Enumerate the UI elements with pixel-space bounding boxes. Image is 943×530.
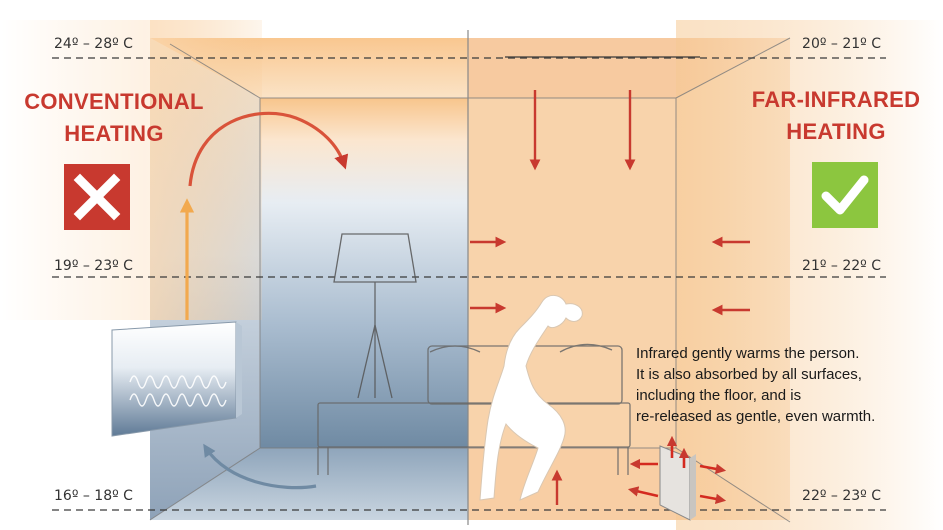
conventional-bottom-temp: 16º – 18º C <box>54 488 133 504</box>
person-silhouette <box>479 295 583 501</box>
cross-icon <box>73 173 121 221</box>
cool-return-arrow <box>203 443 317 490</box>
caption-line2: It is also absorbed by all surfaces, <box>636 366 862 383</box>
infrared-middle-temp: 21º – 22º C <box>802 258 881 274</box>
caption-line3: including the floor, and is <box>636 387 802 404</box>
panel-emission-arrows <box>627 435 727 504</box>
conventional-top-temp: 24º – 28º C <box>54 36 133 52</box>
wall-radiator <box>111 321 242 437</box>
conventional-airflow <box>179 111 349 490</box>
check-badge <box>812 162 878 228</box>
left-back-wall <box>260 98 468 448</box>
hot-air-arc-arrow <box>188 111 349 187</box>
infrared-bottom-temp: 22º – 23º C <box>802 488 881 504</box>
conventional-heating-title: CONVENTIONAL HEATING <box>14 86 214 150</box>
temperature-level-lines <box>52 57 886 511</box>
infrared-top-temp: 20º – 21º C <box>802 36 881 52</box>
left-fade <box>0 0 150 530</box>
conventional-title-line1: CONVENTIONAL <box>24 89 204 114</box>
conventional-middle-temp: 19º – 23º C <box>54 258 133 274</box>
left-floor <box>150 448 468 520</box>
infrared-radiation-arrows <box>470 90 750 505</box>
check-icon <box>821 175 869 215</box>
infrared-heating-title: FAR-INFRARED HEATING <box>738 84 934 148</box>
caption-line1: Infrared gently warms the person. <box>636 345 860 362</box>
infrared-caption: Infrared gently warms the person. It is … <box>636 343 936 427</box>
floor-lamp <box>333 233 417 399</box>
infrared-title-line1: FAR-INFRARED <box>751 87 921 112</box>
conventional-title-line2: HEATING <box>64 120 164 146</box>
infrared-title-line2: HEATING <box>786 118 886 144</box>
cross-badge <box>64 164 130 230</box>
right-warm-haze <box>676 20 943 530</box>
caption-line4: re-released as gentle, even warmth. <box>636 408 876 425</box>
